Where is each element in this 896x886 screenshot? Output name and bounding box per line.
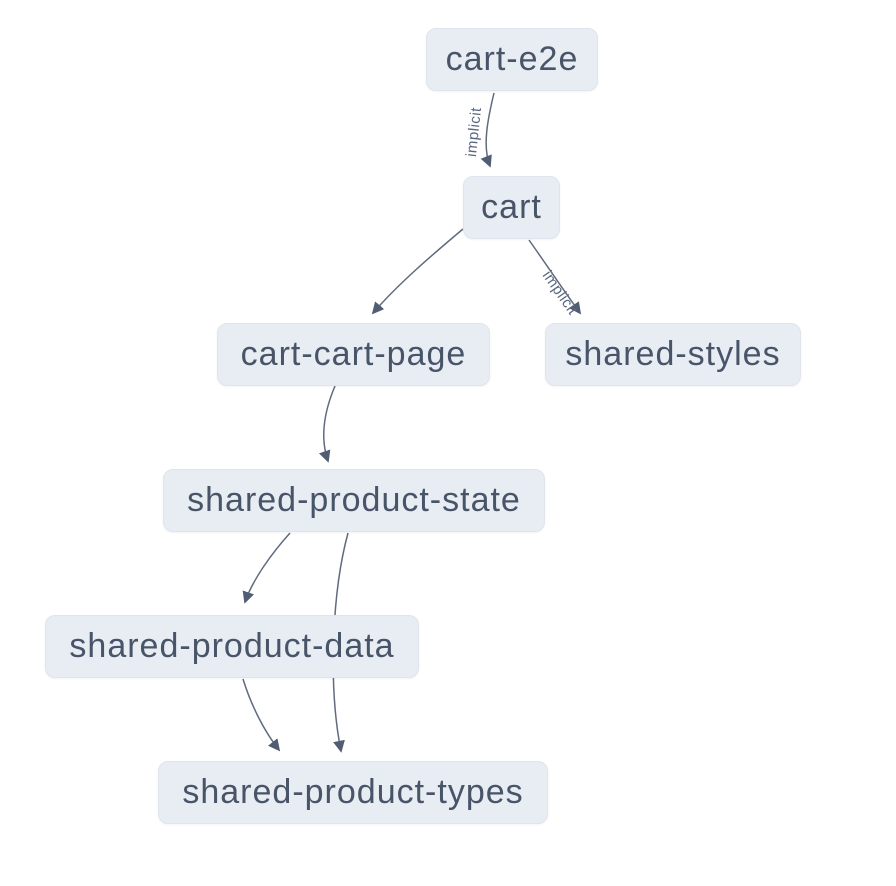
edge-label-cart-e2e-to-cart: implicit	[463, 106, 485, 158]
edge-cart-to-cart-cart-page	[371, 228, 464, 315]
edge-shared-product-state-to-shared-product-data	[242, 532, 291, 604]
node-label: shared-product-state	[187, 481, 521, 519]
graph-node-cart[interactable]: cart	[463, 176, 560, 239]
node-label: cart	[481, 188, 542, 226]
node-label: cart-cart-page	[240, 335, 467, 373]
edge-cart-cart-page-to-shared-product-state	[318, 385, 336, 463]
graph-node-shared-product-types[interactable]: shared-product-types	[158, 761, 548, 824]
edge-cart-to-shared-styles	[528, 239, 582, 315]
graph-node-shared-product-state[interactable]: shared-product-state	[163, 469, 545, 532]
node-label: shared-product-data	[69, 627, 395, 665]
graph-node-cart-cart-page[interactable]: cart-cart-page	[217, 323, 490, 386]
node-label: cart-e2e	[445, 40, 579, 78]
edge-shared-product-data-to-shared-product-types	[242, 678, 281, 752]
graph-node-cart-e2e[interactable]: cart-e2e	[426, 28, 598, 91]
graph-node-shared-product-data[interactable]: shared-product-data	[45, 615, 419, 678]
node-label: shared-product-types	[182, 773, 524, 811]
node-label: shared-styles	[565, 335, 781, 373]
graph-node-shared-styles[interactable]: shared-styles	[545, 323, 801, 386]
edge-cart-e2e-to-cart	[480, 92, 495, 168]
